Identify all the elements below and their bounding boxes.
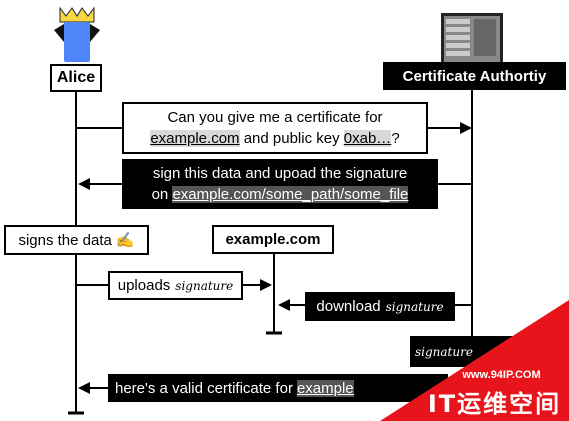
message-line: on example.com/some_path/some_file	[152, 184, 409, 205]
message-sign-data: sign this data and upoad the signature o…	[122, 159, 438, 209]
message-request-certificate: Can you give me a certificate for exampl…	[122, 102, 428, 154]
watermark-url: www.94IP.COM	[462, 369, 541, 381]
message-text: ?	[391, 130, 400, 147]
alice-avatar-icon	[54, 6, 100, 62]
message-download-signature: download signature	[305, 292, 455, 321]
participant-certificate-authority: Certificate Authortiy	[383, 62, 566, 90]
message-text: on	[151, 186, 169, 203]
watermark-triangle	[380, 300, 569, 421]
message-valid-certificate: here's a valid certificate for example	[108, 374, 448, 402]
message-text: uploads	[117, 277, 171, 294]
public-key-highlight: 0xab…	[343, 130, 392, 147]
participant-alice: Alice	[50, 64, 102, 92]
message-text: download	[316, 298, 381, 315]
message-line: Can you give me a certificate for	[167, 109, 383, 126]
domain-highlight: example	[296, 379, 354, 397]
message-text: signs the data	[18, 231, 112, 249]
message-text: here's a valid certificate for	[115, 379, 293, 397]
participant-example-com: example.com	[212, 225, 334, 254]
writing-hand-icon: ✍️	[115, 232, 135, 249]
signature-label: signature	[385, 299, 444, 314]
watermark-brand: IT运维空间	[427, 390, 562, 418]
signature-label: signature	[415, 344, 473, 359]
domain-highlight: example.com	[150, 130, 240, 147]
server-icon	[441, 13, 503, 65]
message-uploads-signature: uploads signature	[108, 271, 243, 300]
message-line: example.com and public key 0xab…?	[150, 128, 400, 149]
url-highlight: example.com/some_path/some_file	[172, 186, 409, 203]
message-signs-data: signs the data ✍️	[4, 225, 149, 255]
signature-label: signature	[175, 278, 234, 293]
message-text: and public key	[243, 130, 340, 147]
message-line: sign this data and upoad the signature	[152, 165, 408, 182]
